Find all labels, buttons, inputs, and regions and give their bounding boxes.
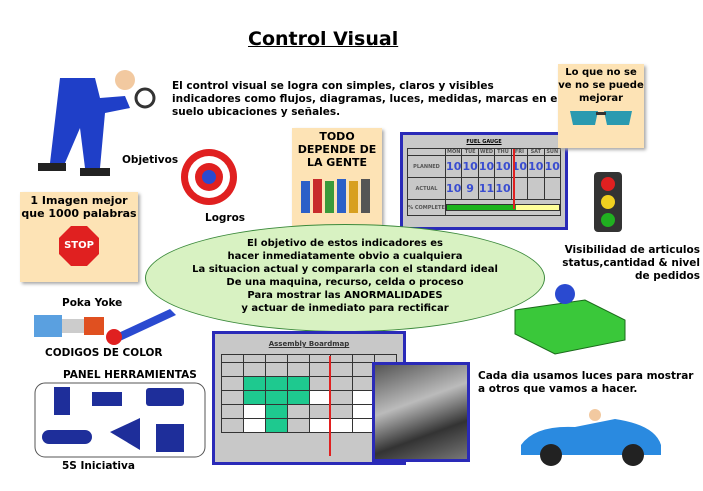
gente-note: TODO DEPENDE DE LA GENTE [292,128,382,226]
target-icon [181,149,237,205]
traffic-light-icon [594,172,622,232]
ellipse-line: Para mostrar las ANORMALIDADES [247,290,443,301]
today-line [513,149,515,209]
lo-que-note: Lo que no se ve no se puede mejorar [558,64,644,148]
todo-text: TODO DEPENDE DE LA GENTE [297,130,377,169]
complete-bar [447,205,517,210]
ellipse-line: y actuar de inmediato para rectificar [241,303,449,314]
car-illustration [521,409,661,466]
imagen-note: 1 Imagen mejor que 1000 palabras STOP [20,192,138,282]
cinco-s-label: 5S Iniciativa [62,460,135,472]
bins-illustration [514,284,626,355]
ellipse-line: hacer inmediatamente obvio a cualquiera [227,251,463,262]
objetivos-label: Objetivos [122,154,179,166]
logros-label: Logros [205,212,246,224]
codigos-label: CODIGOS DE COLOR [45,347,163,359]
page-title: Control Visual [248,28,399,50]
people-icon [301,179,370,213]
connector-wrench-icon [34,309,176,345]
imagen-text: 1 Imagen mejor que 1000 palabras [21,194,137,220]
fuel-gauge-title: FUEL GAUGE [466,139,502,145]
progress-line [329,356,331,456]
visibilidad-text: Visibilidad de articulos status,cantidad… [562,244,700,282]
ellipse-line: La situacion actual y compararla con el … [192,264,498,275]
ellipse-line: El objetivo de estos indicadores es [246,238,443,249]
stop-sign-icon: STOP [59,226,99,266]
tool-panel-icon [34,382,206,458]
intro-text: El control visual se logra con simples, … [172,80,561,118]
poka-yoke-label: Poka Yoke [62,297,123,309]
cockpit-photo [372,362,470,462]
ellipse-line: De una maquina, recurso, celda o proceso [226,277,464,288]
assembly-title: Assembly Boardmap [268,340,350,348]
panel-label: PANEL HERRAMIENTAS [63,369,197,381]
cada-dia-text: Cada dia usamos luces para mostrar a otr… [478,370,694,395]
assembly-table [221,354,397,433]
inspector-illustration [38,70,156,176]
lo-que-text: Lo que no se ve no se puede mejorar [558,67,644,104]
sunglasses-icon [570,111,632,125]
objective-ellipse: El objetivo de estos indicadores es hace… [145,224,545,332]
